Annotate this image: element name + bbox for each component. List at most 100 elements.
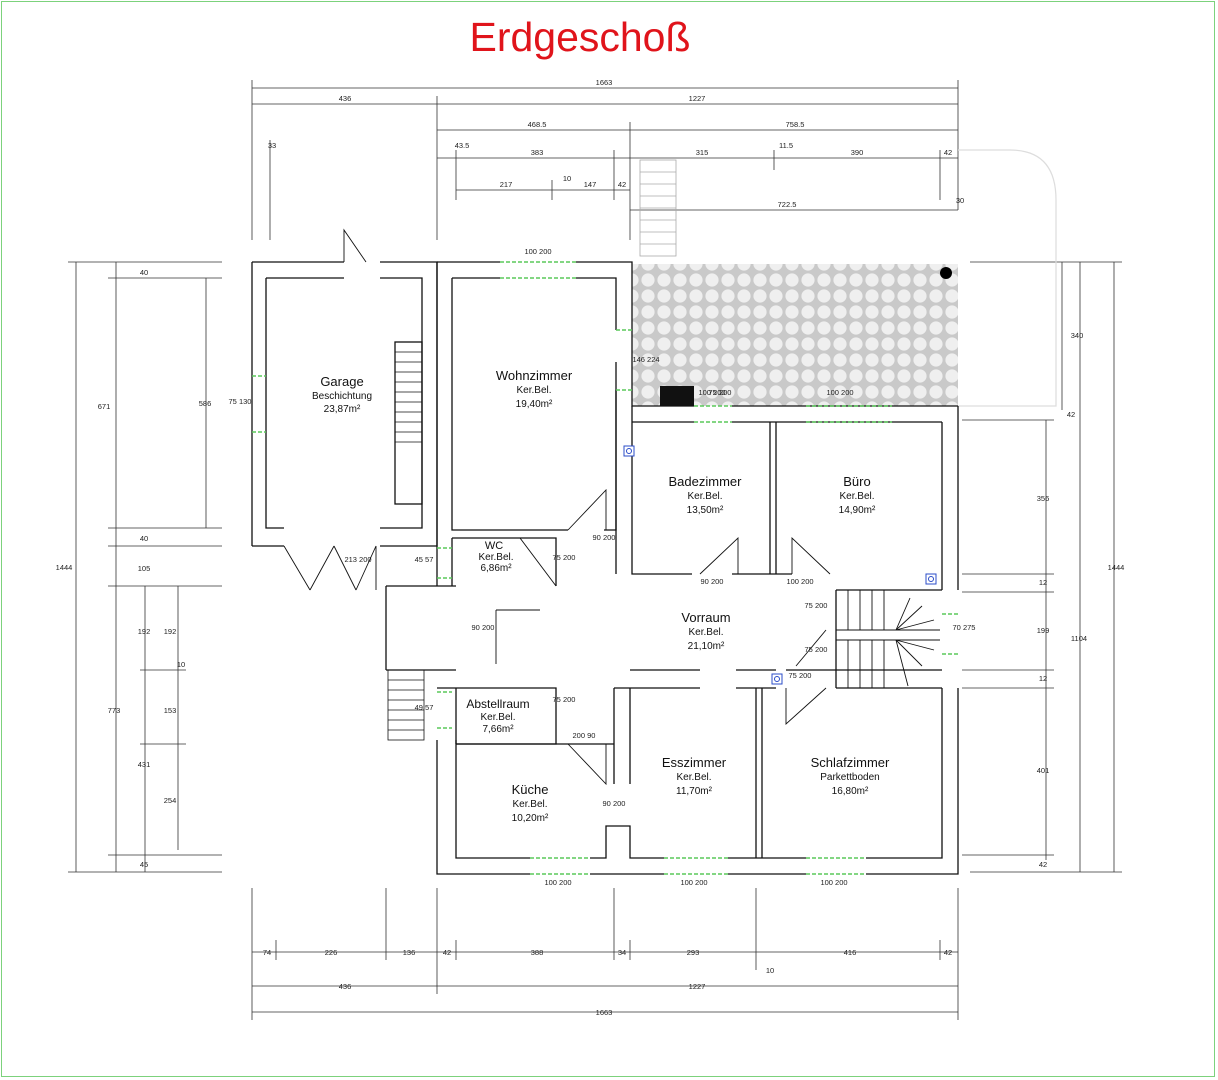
room-name: Schlafzimmer — [811, 755, 890, 770]
room-name: Vorraum — [681, 610, 730, 625]
dim-bottom-416: 416 — [844, 948, 857, 957]
dim-top-33: 33 — [268, 141, 276, 150]
opening-buero-window: 100 200 — [826, 388, 853, 397]
room-floor: Ker.Bel. — [676, 772, 711, 783]
dim-right-199: 199 — [1037, 626, 1050, 635]
room-floor: Ker.Bel. — [687, 491, 722, 502]
dim-left-671: 671 — [98, 402, 111, 411]
opening-buero-door: 100 200 — [786, 577, 813, 586]
dim-top-43: 43.5 — [455, 141, 470, 150]
opening-stair-window: 70 275 — [953, 623, 976, 632]
dim-right-1444: 1444 — [1108, 563, 1125, 572]
terrace-post — [940, 267, 952, 279]
dim-left-254: 254 — [164, 796, 177, 805]
room-vorraum: Vorraum Ker.Bel. 21,10m² — [681, 610, 730, 652]
dim-right-401: 401 — [1037, 766, 1050, 775]
dim-left-1444: 1444 — [56, 563, 73, 572]
windows — [252, 261, 958, 875]
opening-abstell-window: 49 57 — [415, 703, 434, 712]
dim-top-30: 30 — [956, 196, 964, 205]
walls — [251, 261, 959, 875]
room-area: 11,70m² — [676, 786, 713, 797]
room-area: 13,50m² — [687, 505, 724, 516]
opening-entry: 90 200 — [472, 623, 495, 632]
room-floor: Ker.Bel. — [512, 799, 547, 810]
dim-top-10: 10 — [563, 174, 571, 183]
opening-stair-door: 75 200 — [805, 601, 828, 610]
dim-top-42: 42 — [944, 148, 952, 157]
opening-wc-window: 45 57 — [415, 555, 434, 564]
opening-abstell-door: 75 200 — [553, 695, 576, 704]
dim-right-42b: 42 — [1039, 860, 1047, 869]
opening-kueche-door: 200 90 — [573, 731, 596, 740]
room-area: 16,80m² — [832, 786, 869, 797]
opening-garage-window: 75 130 — [229, 397, 252, 406]
room-floor: Ker.Bel. — [478, 552, 513, 563]
room-buero: Büro Ker.Bel. 14,90m² — [839, 474, 876, 516]
dimension-labels: 1663 436 1227 468.5 758.5 33 43.5 383 31… — [56, 78, 1125, 1017]
room-area: 7,66m² — [482, 724, 514, 735]
dim-left-586: 586 — [199, 399, 212, 408]
dim-top-390: 390 — [851, 148, 864, 157]
opening-bad-door: 90 200 — [701, 577, 724, 586]
dim-left-153: 153 — [164, 706, 177, 715]
dim-left-431: 431 — [138, 760, 151, 769]
room-area: 6,86m² — [480, 563, 512, 574]
outdoor-steps-top — [639, 159, 677, 257]
room-abstellraum: Abstellraum Ker.Bel. 7,66m² — [466, 697, 529, 735]
terrace-grate — [660, 386, 694, 406]
room-esszimmer: Esszimmer Ker.Bel. 11,70m² — [662, 755, 727, 797]
opening-schlaf-door: 75 200 — [789, 671, 812, 680]
dim-left-40: 40 — [140, 268, 148, 277]
dim-right-12: 12 — [1039, 578, 1047, 587]
dim-top-147: 147 — [584, 180, 597, 189]
opening-wohn-door: 90 200 — [593, 533, 616, 542]
dimension-lines — [68, 80, 1122, 1020]
room-area: 21,10m² — [688, 641, 725, 652]
dim-top-11: 11.5 — [779, 141, 793, 150]
room-badezimmer: Badezimmer Ker.Bel. 13,50m² — [669, 474, 743, 516]
room-name: Esszimmer — [662, 755, 727, 770]
room-wc: WC Ker.Bel. 6,86m² — [478, 540, 513, 574]
room-name: Büro — [843, 474, 870, 489]
dim-bottom-42: 42 — [443, 948, 451, 957]
dim-bottom-293: 293 — [687, 948, 700, 957]
garage-stair-treads — [395, 351, 422, 443]
dim-bottom-136: 136 — [403, 948, 416, 957]
dim-top-217: 217 — [500, 180, 513, 189]
dim-bottom-436: 436 — [339, 982, 352, 991]
dim-left-10: 10 — [177, 660, 185, 669]
opening-wc-door: 75 200 — [553, 553, 576, 562]
room-wohnzimmer: Wohnzimmer Ker.Bel. 19,40m² — [496, 368, 573, 410]
opening-wohn-terrace: 146 224 — [632, 355, 659, 364]
room-floor: Ker.Bel. — [688, 627, 723, 638]
dim-bottom-42b: 42 — [944, 948, 952, 957]
dim-top-1227: 1227 — [689, 94, 706, 103]
terrace-outline — [958, 149, 1057, 407]
room-name: Abstellraum — [466, 697, 529, 711]
dim-left-773: 773 — [108, 706, 121, 715]
dim-bottom-226: 226 — [325, 948, 338, 957]
dim-bottom-388: 388 — [531, 948, 544, 957]
dim-left-192b: 192 — [164, 627, 177, 636]
room-area: 19,40m² — [516, 399, 553, 410]
dim-right-1104: 1104 — [1071, 634, 1087, 643]
dim-bottom-1663: 1663 — [596, 1008, 613, 1017]
door-swings — [283, 228, 831, 786]
room-area: 10,20m² — [512, 813, 549, 824]
dim-top-758: 758.5 — [786, 120, 805, 129]
dim-right-340: 340 — [1071, 331, 1084, 340]
dim-right-42: 42 — [1067, 410, 1075, 419]
room-floor: Ker.Bel. — [839, 491, 874, 502]
room-name: WC — [485, 540, 503, 552]
dim-bottom-1227: 1227 — [689, 982, 706, 991]
dim-bottom-74: 74 — [263, 948, 271, 957]
dim-top-468: 468.5 — [528, 120, 547, 129]
room-schlafzimmer: Schlafzimmer Parkettboden 16,80m² — [811, 755, 890, 797]
room-name: Küche — [512, 782, 549, 797]
dim-top-436: 436 — [339, 94, 352, 103]
opening-bad-window: 100 200 — [698, 388, 725, 397]
